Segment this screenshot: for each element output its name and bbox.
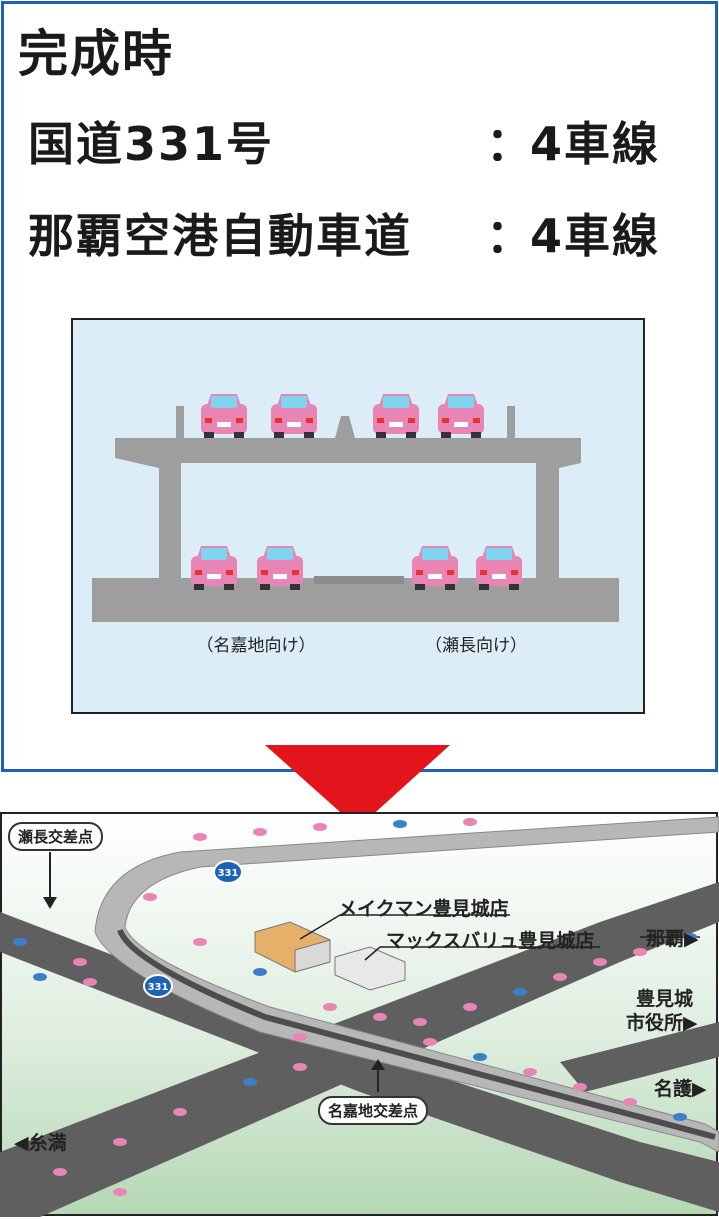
map-car-17	[393, 820, 407, 828]
map-car-7	[413, 1018, 427, 1026]
expressway-lanes: 4車線	[530, 209, 661, 263]
expressway-label: 那覇空港自動車道	[28, 209, 412, 263]
map-car-2	[73, 958, 87, 966]
map-car-10	[553, 973, 567, 981]
direction-left-label: （名嘉地向け）	[197, 636, 316, 656]
map-car-3	[113, 1138, 127, 1146]
map-car-29	[673, 1113, 687, 1121]
makeman-store-label: メイクマン豊見城店	[338, 898, 509, 920]
car-upper-4	[438, 394, 484, 438]
map-car-25	[473, 1053, 487, 1061]
nakachi-intersection-label: 名嘉地交差点	[318, 1096, 429, 1125]
map-car-9	[513, 988, 527, 996]
car-lower-1	[191, 546, 237, 590]
side-road-right	[560, 1022, 719, 1092]
map-car-12	[633, 948, 647, 956]
map-car-18	[463, 818, 477, 826]
map-car-21	[253, 968, 267, 976]
svg-text:331: 331	[218, 868, 239, 879]
expressway-colon: ：	[486, 209, 534, 263]
barrier-left	[176, 406, 184, 438]
map-car-27	[573, 1083, 587, 1091]
car-lower-2	[257, 546, 303, 590]
map-car-4	[173, 1108, 187, 1116]
maxvalu-building	[334, 946, 406, 991]
route331-label: 国道331号	[28, 117, 275, 171]
map-car-5	[243, 1078, 257, 1086]
map-car-15	[253, 828, 267, 836]
map-car-22	[323, 1003, 337, 1011]
barrier-right	[507, 406, 515, 438]
map-car-20	[193, 938, 207, 946]
map-car-32	[293, 1033, 307, 1041]
map-car-16	[313, 823, 327, 831]
ground-road	[92, 578, 619, 622]
map-car-8	[463, 1003, 477, 1011]
map-car-11	[593, 958, 607, 966]
senaga-intersection-label: 瀬長交差点	[8, 822, 104, 851]
map-car-6	[293, 1063, 307, 1071]
city-hall-label-2: 市役所▶	[626, 1012, 698, 1034]
aerial-map: 331 331	[0, 812, 719, 1217]
maxvalu-store-label: マックスバリュ豊見城店	[386, 930, 595, 952]
map-car-30	[53, 1168, 67, 1176]
map-car-34	[83, 978, 97, 986]
ground-median	[314, 576, 404, 584]
map-car-31	[113, 1188, 127, 1196]
car-lower-4	[476, 546, 522, 590]
expressway-deck	[117, 928, 716, 1140]
route-331-shield-icon-2: 331	[143, 974, 173, 998]
city-hall-label-1: 豊見城	[636, 988, 694, 1010]
direction-right-label: （瀬長向け）	[425, 636, 527, 656]
map-car-23	[373, 1013, 387, 1021]
map-car-24	[423, 1038, 437, 1046]
panel-title: 完成時	[18, 25, 174, 83]
map-car-1	[33, 973, 47, 981]
map-car-13	[683, 933, 697, 941]
elevated-structure	[115, 438, 581, 578]
map-car-19	[143, 893, 157, 901]
nago-direction-label: 名護▶	[654, 1078, 707, 1100]
map-car-28	[623, 1098, 637, 1106]
route-331-shield-icon: 331	[213, 860, 243, 884]
car-upper-2	[271, 394, 317, 438]
route331-lanes: 4車線	[530, 117, 661, 171]
naha-direction-label: 那覇▶	[646, 928, 699, 950]
makeman-building	[254, 921, 331, 973]
svg-text:331: 331	[148, 982, 169, 993]
map-car-14	[193, 833, 207, 841]
car-upper-3	[373, 394, 419, 438]
road-cross-section: （名嘉地向け） （瀬長向け）	[71, 318, 645, 714]
map-car-33	[13, 938, 27, 946]
itoman-direction-label: ◀糸満	[14, 1132, 67, 1154]
car-upper-1	[201, 394, 247, 438]
route331-colon: ：	[486, 117, 534, 171]
car-lower-3	[412, 546, 458, 590]
map-car-26	[523, 1068, 537, 1076]
median-barrier	[335, 416, 355, 438]
